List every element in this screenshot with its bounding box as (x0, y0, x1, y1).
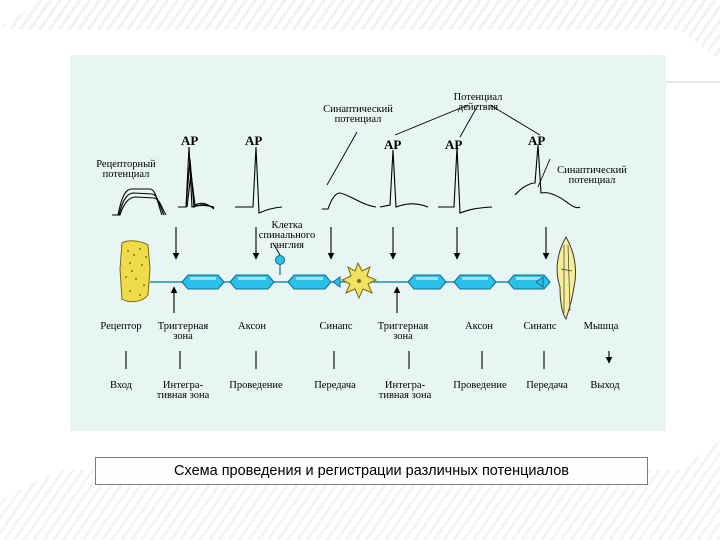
ap-trace-3 (379, 149, 429, 208)
ganglion-cell-label: Клетка спинального ганглия (258, 220, 316, 251)
ganglion-cell-body (275, 255, 285, 275)
transmission-label-2: Передача (526, 380, 568, 391)
input-label: Вход (109, 380, 132, 391)
trigger-zone-arrows (170, 286, 401, 313)
ap-label-5: АР (528, 133, 546, 148)
integrative-zone-label-1: Интегра- тивная зона (156, 380, 210, 401)
ap-trace-4 (438, 146, 493, 214)
ap-label-3: АР (384, 137, 402, 152)
ap-label-1: АР (181, 133, 199, 148)
transmission-label-1: Передача (314, 380, 356, 391)
conduction-label-1: Проведение (229, 380, 283, 391)
function-arrows (125, 351, 613, 369)
synaptic-potential-trace-1 (322, 192, 377, 210)
axon-label-1: Аксон (238, 321, 266, 332)
synapse-label-1: Синапс (319, 321, 353, 332)
label-pointers (272, 104, 551, 256)
synapse-terminal-1 (332, 276, 341, 288)
receptor-label: Рецептор (100, 321, 142, 332)
muscle-fiber (556, 235, 577, 321)
receptor-cell (119, 240, 151, 303)
conduction-label-2: Проведение (453, 380, 507, 391)
action-potential-label: Потенциал действия (453, 92, 503, 113)
ap-label-2: АР (245, 133, 263, 148)
ap-trace-5-muscle (514, 144, 581, 209)
ap-trace-1 (178, 146, 215, 210)
receptor-potential-trace (112, 188, 167, 216)
trigger-zone-label-2: Триггерная зона (377, 321, 429, 342)
synaptic-potential-right-label: Синаптический потенциал (557, 165, 627, 186)
receptor-potential-label: Рецепторный потенциал (96, 159, 156, 180)
recording-arrows (172, 227, 550, 260)
synapse-label-2: Синапс (523, 321, 557, 332)
trigger-zone-label-1: Триггерная зона (157, 321, 209, 342)
synapse-terminal-2 (535, 276, 544, 288)
ap-label-4: АР (445, 137, 463, 152)
output-label: Выход (590, 380, 620, 391)
integrative-zone-label-2: Интегра- тивная зона (378, 380, 432, 401)
slide-caption: Схема проведения и регистрации различных… (95, 457, 648, 485)
potential-traces (112, 144, 581, 216)
ap-trace-2 (235, 146, 283, 214)
axon-label-2: Аксон (465, 321, 493, 332)
neuron-diagram: Синаптический потенциал Потенциал действ… (70, 55, 666, 431)
diagram-drawing (112, 104, 613, 369)
muscle-label: Мышца (583, 321, 619, 332)
synaptic-potential-top-label: Синаптический потенциал (323, 104, 393, 125)
